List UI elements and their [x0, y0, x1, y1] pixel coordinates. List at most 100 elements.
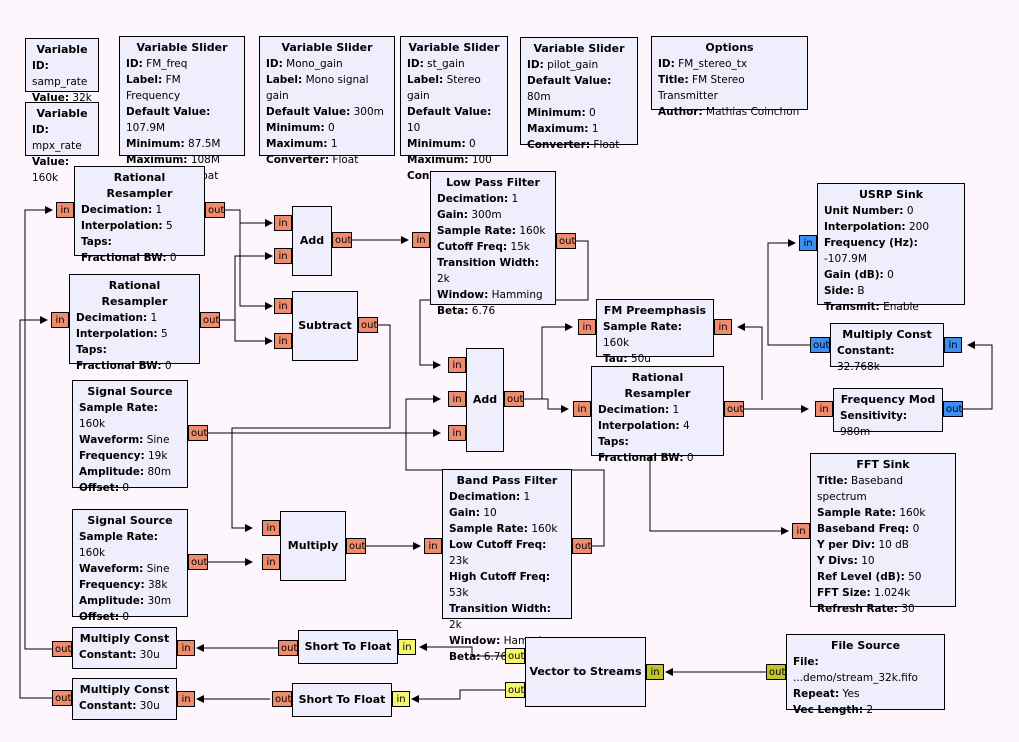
output-port[interactable]: out — [332, 232, 352, 248]
param-row: Gain (dB): 0 — [824, 267, 958, 283]
input-port[interactable]: in — [815, 401, 833, 417]
input-port[interactable]: in — [448, 391, 466, 407]
input-port[interactable]: in — [398, 639, 416, 655]
output-port[interactable]: out — [556, 233, 576, 249]
output-port[interactable]: out — [504, 391, 524, 407]
input-port[interactable]: in — [262, 554, 280, 570]
input-port[interactable]: in — [714, 319, 732, 335]
param-value: Hamming — [491, 289, 543, 301]
param-value: mpx_rate — [32, 140, 82, 152]
param-row: Default Value: 107.9M — [126, 104, 238, 136]
input-port[interactable]: in — [392, 691, 410, 707]
input-port[interactable]: in — [573, 401, 591, 417]
block-add2[interactable]: Add — [466, 348, 504, 452]
param-label: Interpolation: — [76, 328, 158, 340]
block-subtract[interactable]: Subtract — [292, 291, 358, 361]
output-port[interactable]: out — [188, 554, 208, 570]
block-add1[interactable]: Add — [292, 206, 332, 276]
input-port[interactable]: in — [262, 520, 280, 536]
input-port[interactable]: in — [51, 312, 69, 328]
input-port[interactable]: in — [448, 425, 466, 441]
output-port[interactable]: out — [272, 691, 292, 707]
output-port[interactable]: out — [724, 401, 744, 417]
block-title: FFT Sink — [856, 458, 910, 471]
param-row: Gain: 10 — [449, 505, 565, 521]
output-port[interactable]: out — [346, 538, 366, 554]
block-multiply[interactable]: Multiply — [280, 511, 346, 581]
input-port[interactable]: in — [412, 232, 430, 248]
output-port[interactable]: out — [505, 682, 525, 698]
param-value: pilot_gain — [547, 59, 599, 71]
output-port[interactable]: out — [52, 690, 72, 706]
param-row: Waveform: Sine — [79, 561, 181, 577]
wire — [419, 643, 505, 657]
output-port[interactable]: out — [943, 401, 963, 417]
param-row: Taps: — [81, 234, 198, 250]
param-label: Offset: — [79, 482, 120, 494]
input-port[interactable]: in — [274, 333, 292, 349]
param-value: 15k — [510, 241, 530, 253]
input-port[interactable]: in — [56, 202, 74, 218]
block-title: Short To Float — [304, 640, 392, 653]
input-port[interactable]: in — [274, 298, 292, 314]
input-port[interactable]: in — [578, 319, 596, 335]
param-value: 980m — [840, 426, 871, 438]
block-stf1[interactable]: Short To Float — [298, 630, 398, 664]
input-port[interactable]: in — [177, 691, 195, 707]
param-label: Converter: — [266, 154, 330, 166]
param-label: Fractional BW: — [81, 252, 167, 264]
input-port[interactable]: in — [424, 538, 442, 554]
output-port[interactable]: out — [278, 640, 298, 656]
param-row: Sensitivity: 980m — [840, 408, 936, 440]
output-port[interactable]: out — [358, 317, 378, 333]
output-port[interactable]: out — [572, 538, 592, 554]
output-port[interactable]: out — [200, 312, 220, 328]
block-v2s[interactable]: Vector to Streams — [525, 637, 646, 707]
input-port[interactable]: in — [274, 248, 292, 264]
param-row: Side: B — [824, 283, 958, 299]
input-port[interactable]: in — [646, 664, 664, 680]
input-port[interactable]: in — [792, 523, 810, 539]
param-label: Waveform: — [79, 563, 144, 575]
input-port[interactable]: in — [799, 235, 817, 251]
input-port[interactable]: in — [448, 357, 466, 373]
output-port[interactable]: out — [188, 425, 208, 441]
input-port[interactable]: in — [274, 215, 292, 231]
output-port[interactable]: out — [205, 202, 225, 218]
input-port[interactable]: in — [177, 640, 195, 656]
output-port[interactable]: out — [505, 648, 525, 664]
output-port[interactable]: out — [52, 641, 72, 657]
param-row: Minimum: 87.5M — [126, 136, 238, 152]
output-port[interactable]: out — [766, 664, 786, 680]
wire — [737, 323, 763, 400]
param-label: ID: — [126, 58, 143, 70]
param-value: FM Frequency — [126, 74, 181, 102]
output-port[interactable]: out — [810, 337, 830, 353]
input-port[interactable]: in — [944, 337, 962, 353]
block-stf2[interactable]: Short To Float — [292, 683, 392, 717]
wire — [649, 454, 789, 535]
block-title: FM Preemphasis — [603, 304, 707, 317]
